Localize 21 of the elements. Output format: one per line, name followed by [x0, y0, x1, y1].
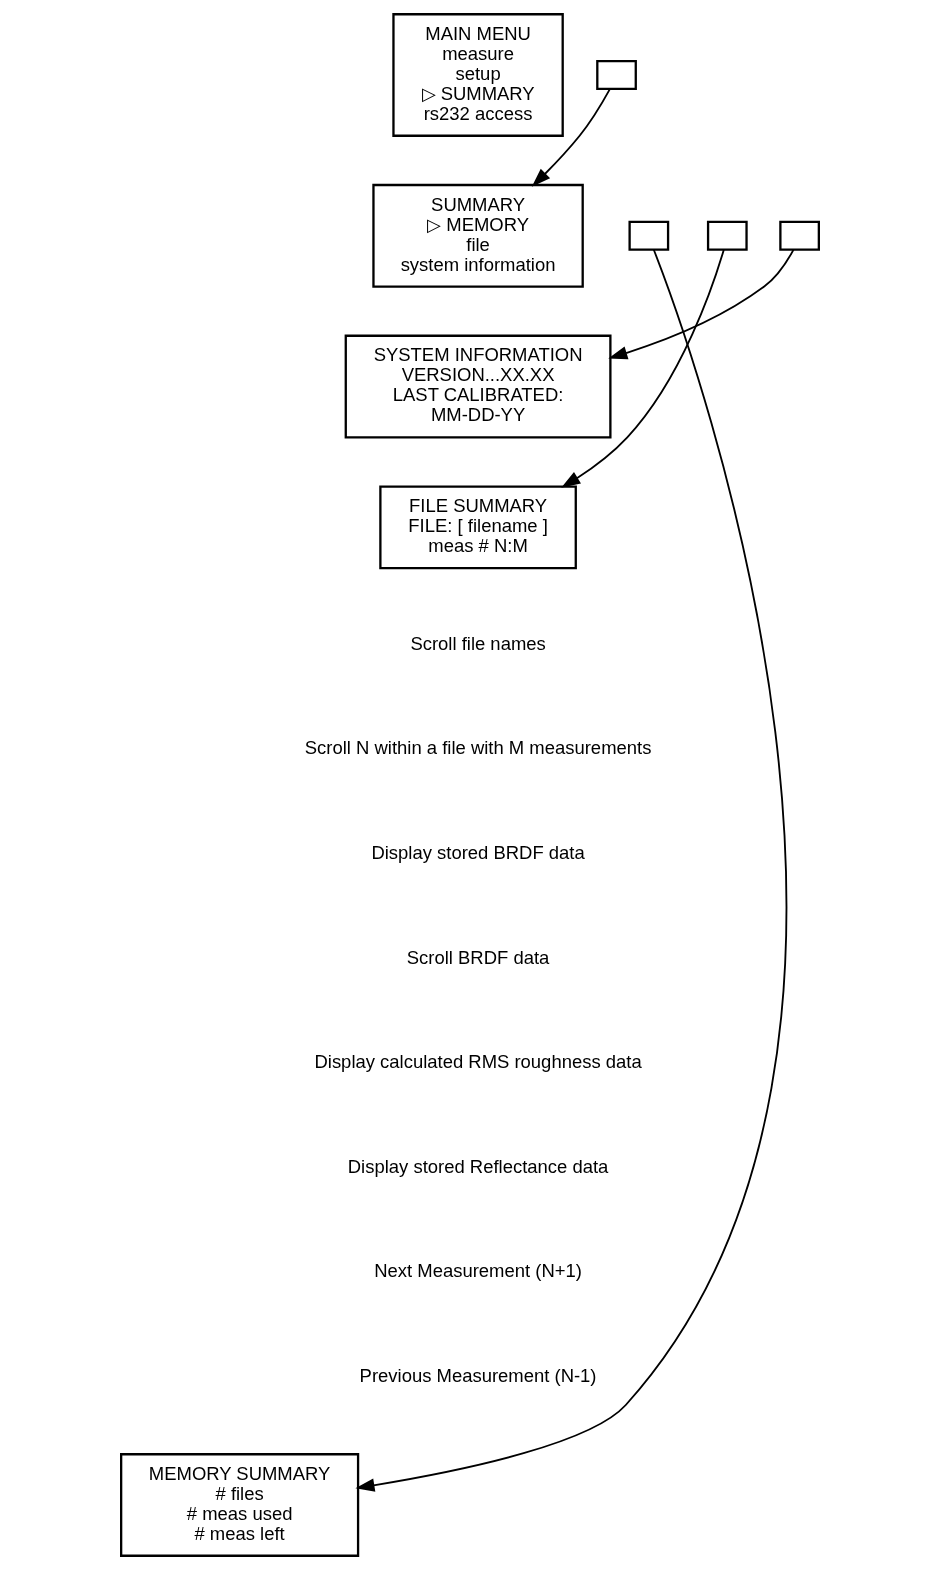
label: Scroll file names: [410, 632, 546, 654]
node-box: [628, 220, 670, 251]
label: Display stored Reflectance data: [347, 1155, 609, 1177]
node-box: MEMORY SUMMARY # files # meas used # meas left: [120, 1453, 360, 1557]
label: Previous Measurement (N-1): [359, 1365, 597, 1387]
arrow: [531, 88, 611, 187]
label: Scroll N within a file with M measurements: [304, 737, 652, 759]
label: Next Measurement (N+1): [374, 1260, 582, 1282]
label: Display calculated RMS roughness data: [314, 1051, 642, 1073]
arrow: [561, 249, 725, 488]
node-box: SUMMARY ▷ MEMORY file system information: [372, 183, 584, 288]
node-box: MAIN MENU measure setup ▷ SUMMARY rs232 access: [392, 13, 564, 137]
node-box: [596, 60, 637, 90]
label: Display stored BRDF data: [371, 842, 585, 863]
arrow: [355, 248, 787, 1492]
node-box: SYSTEM INFORMATION VERSION...XX.XX LAST CALIBRATED: MM-DD-YY: [344, 334, 612, 439]
node-box: [706, 220, 748, 251]
label: Scroll BRDF data: [406, 946, 550, 968]
arrow: [608, 249, 795, 360]
node-box: FILE SUMMARY FILE: [ filename ] meas # N:M: [379, 485, 577, 570]
node-box: [779, 220, 820, 251]
